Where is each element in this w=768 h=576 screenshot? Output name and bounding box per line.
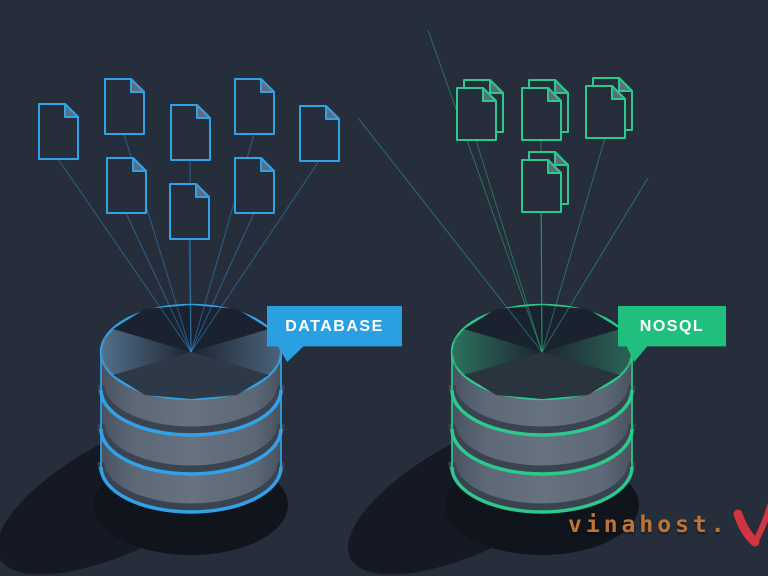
flow-line xyxy=(541,177,649,353)
right-wedge xyxy=(542,329,632,375)
flow-line xyxy=(190,212,255,353)
nosql-cylinder xyxy=(347,303,639,575)
document-icon xyxy=(38,103,79,160)
document-fold-corner xyxy=(554,79,569,94)
document-fold-corner xyxy=(482,87,497,102)
disk-shade-arc xyxy=(97,384,285,434)
document-icon xyxy=(106,157,147,214)
flow-line xyxy=(190,160,320,353)
nosql-documents xyxy=(456,77,633,213)
document-fold-corner xyxy=(325,105,340,120)
disk-shade-arc xyxy=(448,423,636,473)
disk-shade-arc xyxy=(448,384,636,434)
document-fold-corner xyxy=(489,79,504,94)
flow-line xyxy=(540,211,543,353)
left-wedge xyxy=(452,329,542,375)
disk-rim-arc xyxy=(99,428,283,476)
disk-shade-arc xyxy=(448,461,636,511)
stacked-document-icon xyxy=(585,77,633,139)
disk-shade-arc xyxy=(97,423,285,473)
disk-rim-arc xyxy=(450,428,634,476)
disk-rim-arc xyxy=(99,466,283,514)
stacked-document-icon xyxy=(456,79,504,141)
flow-line xyxy=(357,117,543,353)
right-wedge xyxy=(191,329,281,375)
document-fold-corner xyxy=(547,159,562,174)
disk-shade-arc xyxy=(97,461,285,511)
database-documents xyxy=(38,78,340,240)
nosql-flow-lines xyxy=(357,29,649,353)
database-cylinder xyxy=(0,303,288,575)
vinahost-checkmark-icon xyxy=(733,500,768,547)
left-wedge xyxy=(101,329,191,375)
vinahost-logo: vinahost. xyxy=(568,500,768,548)
document-icon xyxy=(299,105,340,162)
database-label-tag: DATABASE xyxy=(267,306,402,362)
flow-line xyxy=(125,212,192,353)
document-fold-corner xyxy=(260,78,275,93)
document-icon xyxy=(170,104,211,161)
document-fold-corner xyxy=(547,87,562,102)
disk-rim-arc xyxy=(99,389,283,437)
document-icon xyxy=(169,183,210,240)
document-icon xyxy=(234,78,275,135)
document-fold-corner xyxy=(195,183,210,198)
document-fold-corner xyxy=(132,157,147,172)
flow-line xyxy=(188,238,192,353)
flow-line xyxy=(57,158,192,353)
document-fold-corner xyxy=(260,157,275,172)
stacked-document-icon xyxy=(521,79,569,141)
top-wedge xyxy=(113,305,269,352)
document-fold-corner xyxy=(130,78,145,93)
flow-line xyxy=(427,29,543,353)
bottom-wedge xyxy=(464,352,620,399)
vinahost-logo-text: vinahost. xyxy=(568,512,729,538)
bottom-wedge xyxy=(113,352,269,399)
disk-rim-arc xyxy=(450,466,634,514)
flow-line xyxy=(475,139,543,353)
disk-rim-arc xyxy=(450,389,634,437)
top-wedge xyxy=(464,305,620,352)
flow-line xyxy=(541,137,606,353)
document-icon xyxy=(104,78,145,135)
document-icon xyxy=(234,157,275,214)
document-fold-corner xyxy=(196,104,211,119)
document-fold-corner xyxy=(554,151,569,166)
document-fold-corner xyxy=(618,77,633,92)
stacked-document-icon xyxy=(521,151,569,213)
document-fold-corner xyxy=(611,85,626,100)
document-fold-corner xyxy=(64,103,79,118)
